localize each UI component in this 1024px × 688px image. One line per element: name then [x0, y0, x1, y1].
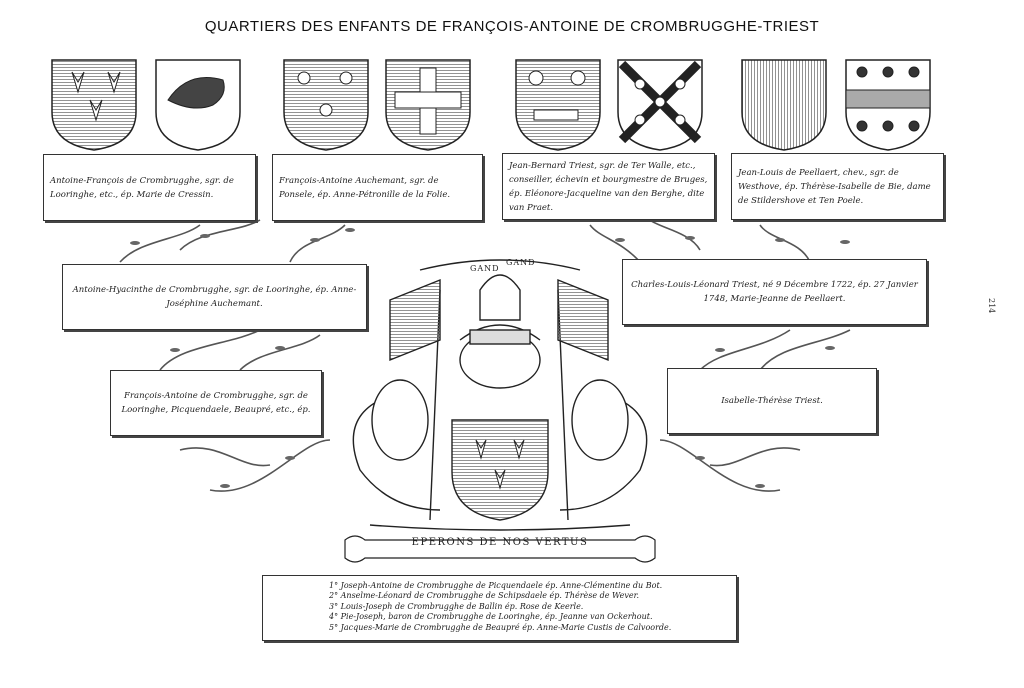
motto-scroll [344, 535, 656, 563]
motto-text: EPERONS DE NOS VERTUS [411, 537, 589, 548]
child-entry: 4° Pie-Joseph, baron de Crombrugghe de L… [329, 612, 653, 622]
crest-label: GAND [470, 264, 500, 273]
grandparent-box-auchemant: François-Antoine Auchemant, sgr. de Pons… [272, 154, 483, 221]
grandparent-box-peellaert: Jean-Louis de Peellaert, chev., sgr. de … [731, 153, 944, 220]
branch-leaves [130, 228, 850, 488]
father-box: François-Antoine de Crombrugghe, sgr. de… [110, 370, 322, 436]
grandparent-box-triest: Jean-Bernard Triest, sgr. de Ter Walle, … [502, 153, 715, 220]
central-shield-charges [475, 439, 525, 490]
child-entry: 1° Joseph-Antoine de Crombrugghe de Picq… [329, 581, 663, 590]
crest-label: GAND [506, 258, 536, 267]
page-title: QUARTIERS DES ENFANTS DE FRANÇOIS-ANTOIN… [204, 18, 820, 35]
central-coat-of-arms [352, 259, 648, 531]
parent-box-triest: Charles-Louis-Léonard Triest, né 9 Décem… [622, 259, 927, 325]
page-number: 214 [987, 298, 996, 314]
children-list: 1° Joseph-Antoine de Crombrugghe de Picq… [262, 575, 737, 641]
grandparent-box-crombrugghe: Antoine-François de Crombrugghe, sgr. de… [43, 154, 256, 221]
parent-box-crombrugghe: Antoine-Hyacinthe de Crombrugghe, sgr. d… [62, 264, 367, 330]
child-entry: 3° Louis-Joseph de Crombrugghe de Ballin… [329, 601, 584, 611]
child-entry: 5° Jacques-Marie de Crombrugghe de Beaup… [329, 622, 672, 632]
child-entry: 2° Anselme-Léonard de Crombrugghe de Sch… [329, 591, 640, 601]
family-branches [119, 219, 851, 492]
mother-box: Isabelle-Thérèse Triest. [667, 368, 877, 434]
shield-charges [71, 60, 931, 144]
